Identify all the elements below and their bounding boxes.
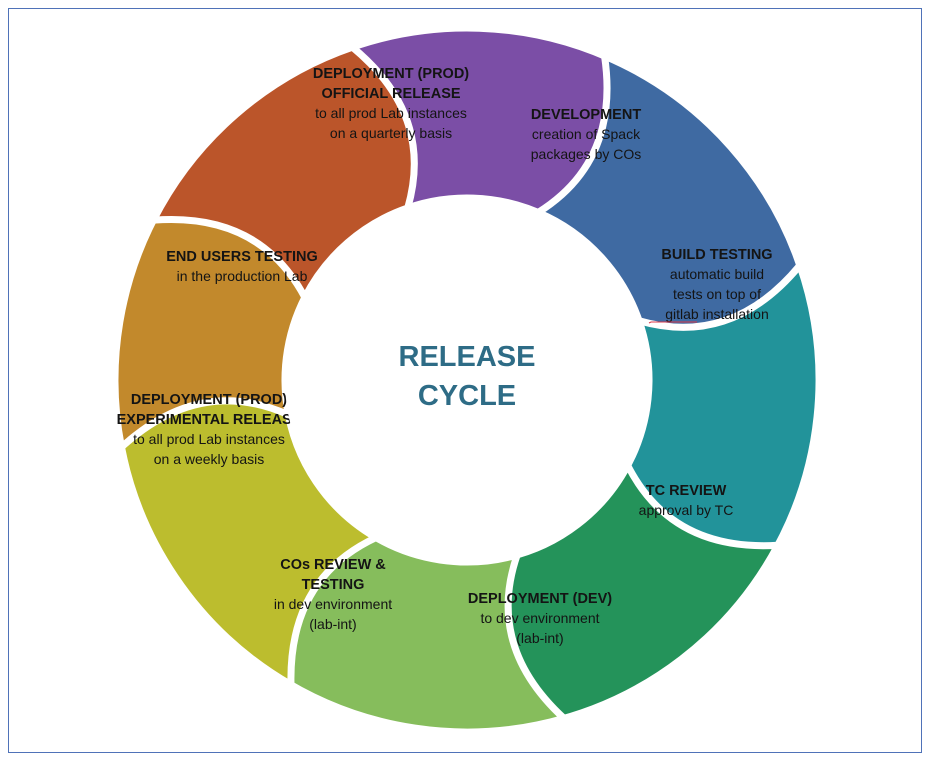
deployment-prod-official-title-line: OFFICIAL RELEASE — [321, 86, 460, 102]
deployment-prod-experimental-desc-line: on a weekly basis — [154, 451, 265, 467]
deployment-prod-official-desc-line: on a quarterly basis — [330, 125, 452, 141]
cos-review-testing-title-line: COs REVIEW & — [280, 557, 386, 573]
development-title-line: DEVELOPMENT — [531, 107, 642, 123]
development-desc-line: creation of Spack — [532, 126, 641, 142]
build-testing-desc-line: gitlab installation — [665, 306, 769, 322]
deployment-prod-official-title-line: DEPLOYMENT (PROD) — [313, 66, 469, 82]
end-users-testing-title-line: END USERS TESTING — [166, 249, 317, 265]
development-desc-line: packages by COs — [531, 146, 642, 162]
tc-review-title-line: TC REVIEW — [646, 483, 727, 499]
center-title-line1: RELEASE — [399, 341, 536, 373]
deployment-prod-official-desc-line: to all prod Lab instances — [315, 105, 467, 121]
cos-review-testing-desc-line: (lab-int) — [309, 616, 356, 632]
deployment-prod-experimental-title-line: EXPERIMENTAL RELEASE — [117, 412, 302, 428]
deployment-dev-title-line: DEPLOYMENT (DEV) — [468, 591, 612, 607]
end-users-testing-desc-line: in the production Lab — [177, 268, 308, 284]
center-title-line2: CYCLE — [418, 380, 516, 412]
cos-review-testing-desc-line: in dev environment — [274, 596, 392, 612]
deployment-dev-desc-line: to dev environment — [480, 610, 599, 626]
deployment-dev-desc-line: (lab-int) — [516, 630, 563, 646]
tc-review-desc-line: approval by TC — [639, 502, 734, 518]
spellcheck-underline — [648, 321, 697, 324]
center-hole — [285, 198, 649, 562]
deployment-prod-experimental-desc-line: to all prod Lab instances — [133, 431, 285, 447]
build-testing-desc-line: tests on top of — [673, 286, 761, 302]
segment-deployment-prod-official — [149, 43, 418, 301]
cos-review-testing-title-line: TESTING — [302, 577, 365, 593]
deployment-prod-experimental-title-line: DEPLOYMENT (PROD) — [131, 392, 287, 408]
diagram-frame — [8, 8, 922, 753]
build-testing-desc-line: automatic build — [670, 266, 764, 282]
build-testing-title-line: BUILD TESTING — [661, 247, 772, 263]
